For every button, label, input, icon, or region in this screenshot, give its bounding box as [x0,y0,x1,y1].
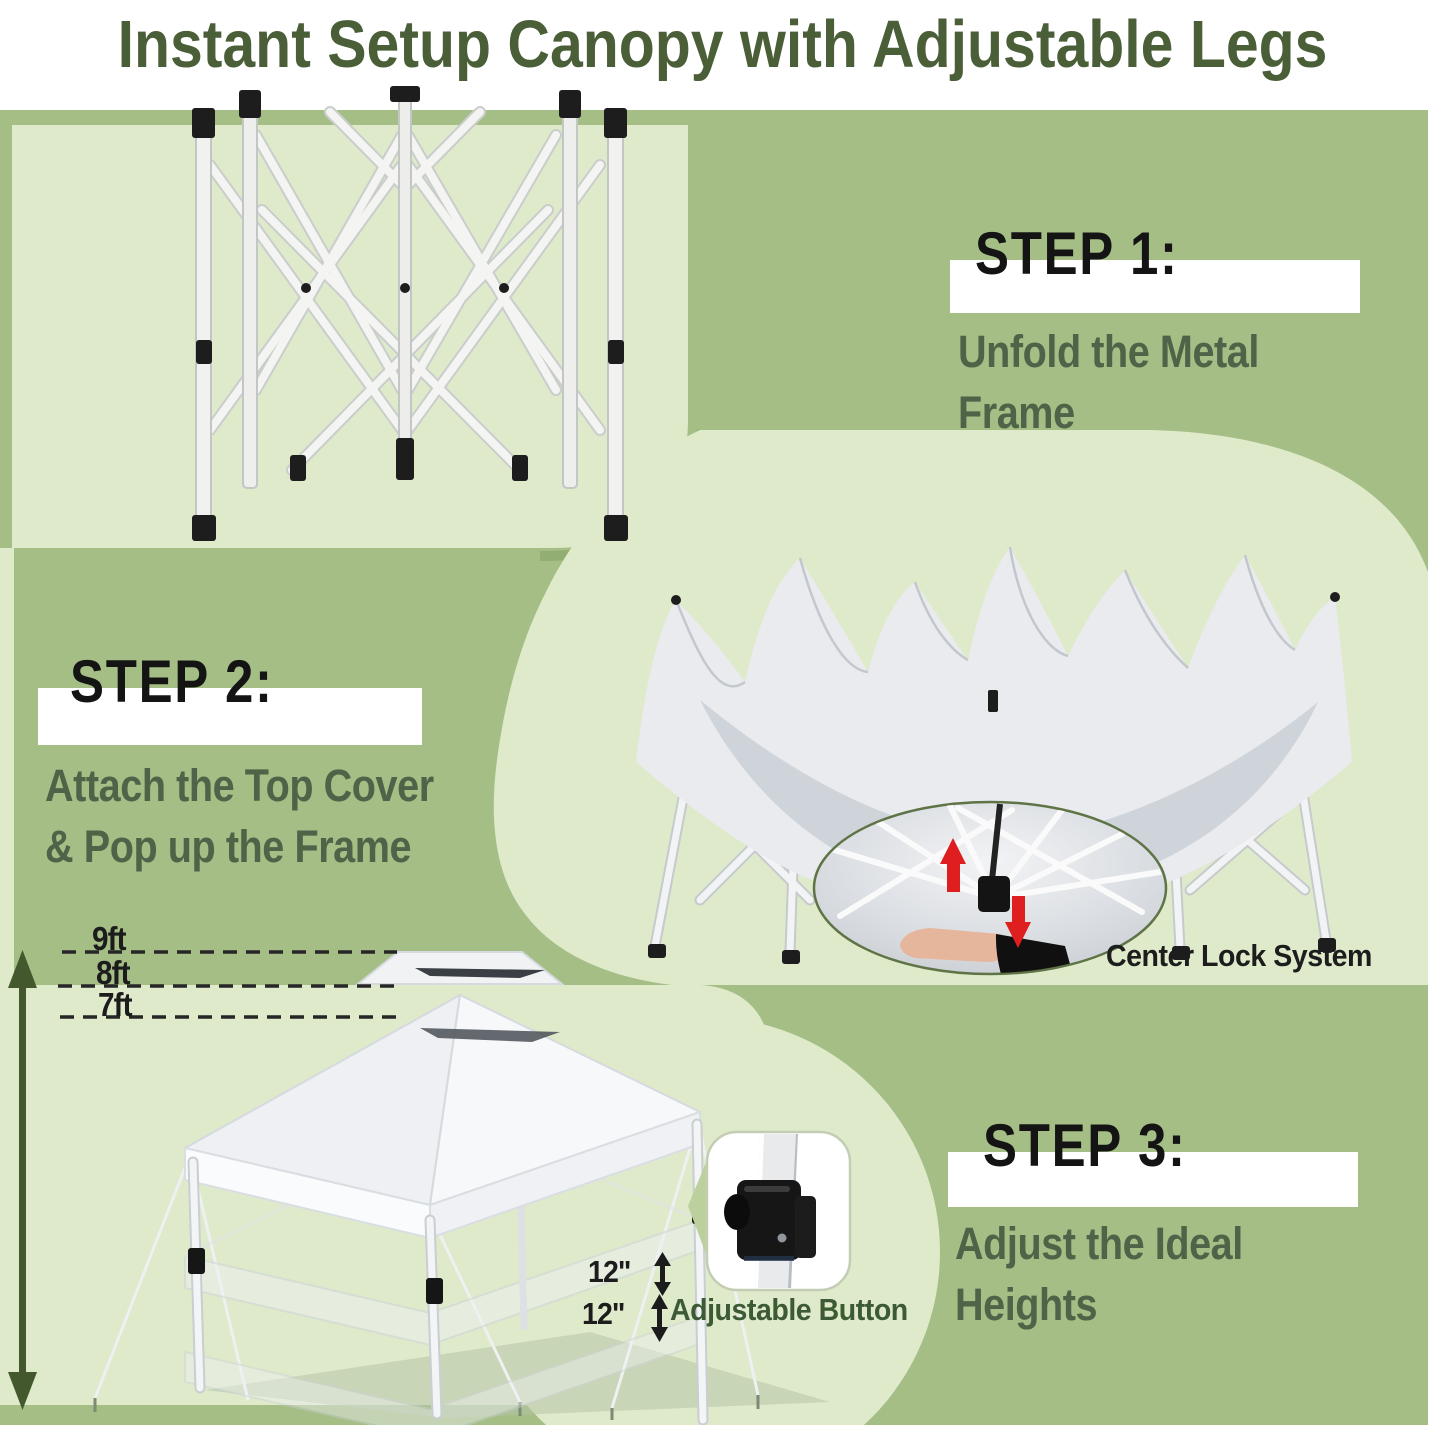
red-up-arrow-icon [940,838,966,892]
folded-frame-illustration [192,86,628,541]
up-down-arrow-icon [651,1252,671,1342]
center-lock-inset [812,800,1168,976]
red-down-arrow-icon [1005,896,1031,948]
height-range-arrow [8,950,37,1410]
right-margin [1428,0,1445,1445]
left-edge-sliver [0,548,14,985]
bottom-margin [0,1425,1445,1445]
canopy-tent-illustration [93,951,830,1440]
adjustable-button-inset [688,1130,852,1292]
height-dashed-lines [58,950,400,1019]
panel-step1 [12,125,688,548]
